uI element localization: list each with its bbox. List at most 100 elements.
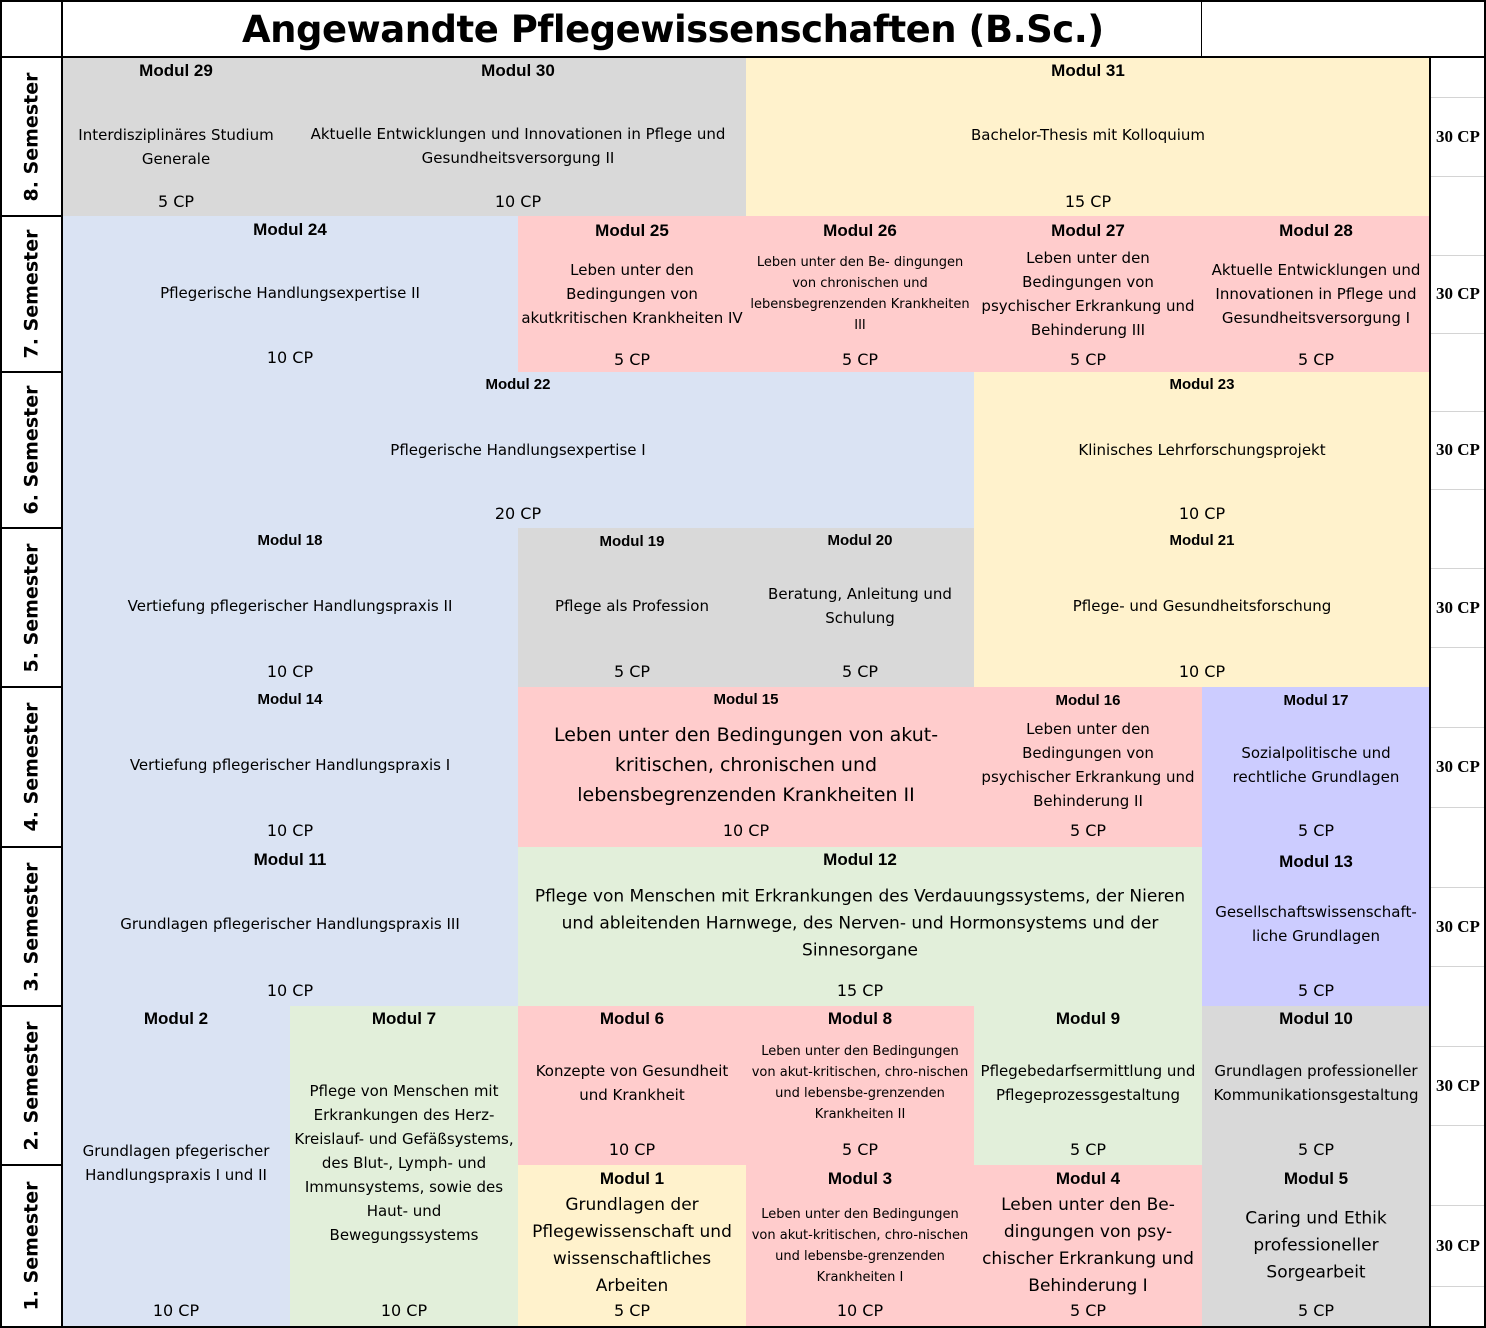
sheet-gridline [1431,727,1485,728]
module-label: Modul 25 [595,221,669,240]
module-credit-points: 10 CP [266,662,314,681]
semester-label-text: 3. Semester [20,862,42,991]
module-credit-points: 5 CP [1069,1140,1107,1159]
module-label: Modul 16 [1055,692,1121,709]
module-label: Modul 6 [599,1009,665,1028]
module-label: Modul 2 [143,1009,209,1028]
module-description: Pflege von Menschen mit Erkrankungen des… [534,886,1186,961]
module-description: Pflege- und Gesundheitsforschung [1072,597,1332,615]
semester-total-cp: 30 CP [1436,916,1480,936]
module-description: Leben unter den Bedingungen von psychisc… [981,249,1195,339]
sheet-gridline [1431,568,1485,569]
sheet-gridline [1431,887,1485,888]
sheet-gridline [1431,333,1485,334]
module-credit-points: 5 CP [613,1301,651,1320]
module-description: Grundlagen pfegerischer Handlungspraxis … [82,1142,270,1184]
semester-label-text: 7. Semester [20,229,42,359]
module-description: Interdisziplinäres Studium Generale [78,126,274,168]
module-description: Vertiefung pflegerischer Handlungspraxis… [127,597,453,615]
module-description: Klinisches Lehrforschungsprojekt [1078,441,1326,459]
module-credit-points: 15 CP [1064,192,1112,211]
grid-border [0,846,62,848]
module-credit-points: 5 CP [157,192,195,211]
module-credit-points: 15 CP [836,981,884,1000]
module-credit-points: 5 CP [1297,1140,1335,1159]
grid-border [0,1005,62,1007]
module-label: Modul 30 [481,61,555,80]
sheet-gridline [1431,489,1485,490]
module-label: Modul 23 [1169,376,1235,393]
sheet-gridline [1431,807,1485,808]
grid-border [61,0,63,1328]
semester-total-cp: 30 CP [1436,757,1480,776]
module-credit-points: 5 CP [1297,821,1335,840]
grid-border [1484,0,1486,1328]
module-description: Bachelor-Thesis mit Kolloquium [970,126,1206,144]
module-credit-points: 10 CP [836,1301,884,1320]
module-credit-points: 5 CP [613,350,651,369]
module-label: Modul 26 [823,221,897,240]
module-description: Pflegerische Handlungsexpertise I [390,441,646,459]
module-credit-points: 5 CP [841,662,879,681]
grid-border [0,527,62,529]
grid-border [0,56,1486,58]
sheet-gridline [1431,176,1485,177]
grid-border [0,371,62,373]
sheet-gridline [1431,647,1485,648]
module-cell-16: Modul 16 Leben unter den Bedingungen von … [974,687,1203,848]
module-description: Leben unter den Bedingungen von akut-kri… [751,1207,969,1285]
sheet-gridline [1431,1125,1485,1126]
module-description: Leben unter den Be-dingungen von psy-chi… [982,1195,1194,1296]
module-label: Modul 11 [253,850,327,869]
module-credit-points: 10 CP [494,192,542,211]
grid-border [0,0,2,1328]
semester-total-cp: 30 CP [1436,1235,1480,1255]
module-cell-28: Modul 28 Aktuelle Entwicklungen und Innov… [1202,216,1431,373]
module-description: Leben unter den Bedingungen von akut-kri… [553,724,939,806]
semester-total-cp: 30 CP [1436,1075,1480,1095]
sheet-gridline [1431,255,1485,256]
semester-label: 7. Semester [0,216,62,372]
module-cell-22: Modul 22 Pflegerische Handlungsexpertise … [62,372,975,529]
sheet-gridline [1431,97,1485,98]
module-label: Modul 22 [485,376,551,393]
module-credit-points: 5 CP [1297,981,1335,1000]
module-description: Aktuelle Entwicklungen und Innovationen … [1211,261,1421,327]
semester-total-cp: 30 CP [1436,440,1480,459]
semester-label-text: 4. Semester [20,702,42,832]
semester-label-text: 2. Semester [20,1021,42,1150]
semester-label-text: 5. Semester [20,543,42,672]
semester-label: 5. Semester [0,528,62,687]
module-credit-points: 5 CP [1297,1301,1335,1320]
module-cell-2: Modul 2 Grundlagen pfegerischer Handlungs… [62,1006,291,1327]
semester-total-cp: 30 CP [1436,597,1480,617]
module-label: Modul 24 [253,220,327,239]
module-label: Modul 14 [257,691,323,708]
module-credit-points: 10 CP [1178,504,1226,523]
page-title: Angewandte Pflegewissenschaften (B.Sc.) [242,7,1104,51]
module-description: Grundlagen der Pflegewissenschaft und wi… [532,1195,732,1296]
sheet-gridline [1431,1205,1485,1206]
semester-label: 2. Semester [0,1006,62,1165]
module-label: Modul 31 [1051,61,1125,80]
grid-border [0,1326,1486,1328]
module-credit-points: 10 CP [266,821,314,840]
module-credit-points: 5 CP [1297,350,1335,369]
sheet-gridline [1431,1286,1485,1287]
module-description: Konzepte von Gesundheit und Krankheit [535,1062,729,1104]
module-label: Modul 28 [1279,221,1353,240]
semester-label-text: 1. Semester [20,1181,42,1310]
module-description: Leben unter den Bedingungen von psychisc… [981,720,1195,810]
module-label: Modul 20 [827,532,893,549]
